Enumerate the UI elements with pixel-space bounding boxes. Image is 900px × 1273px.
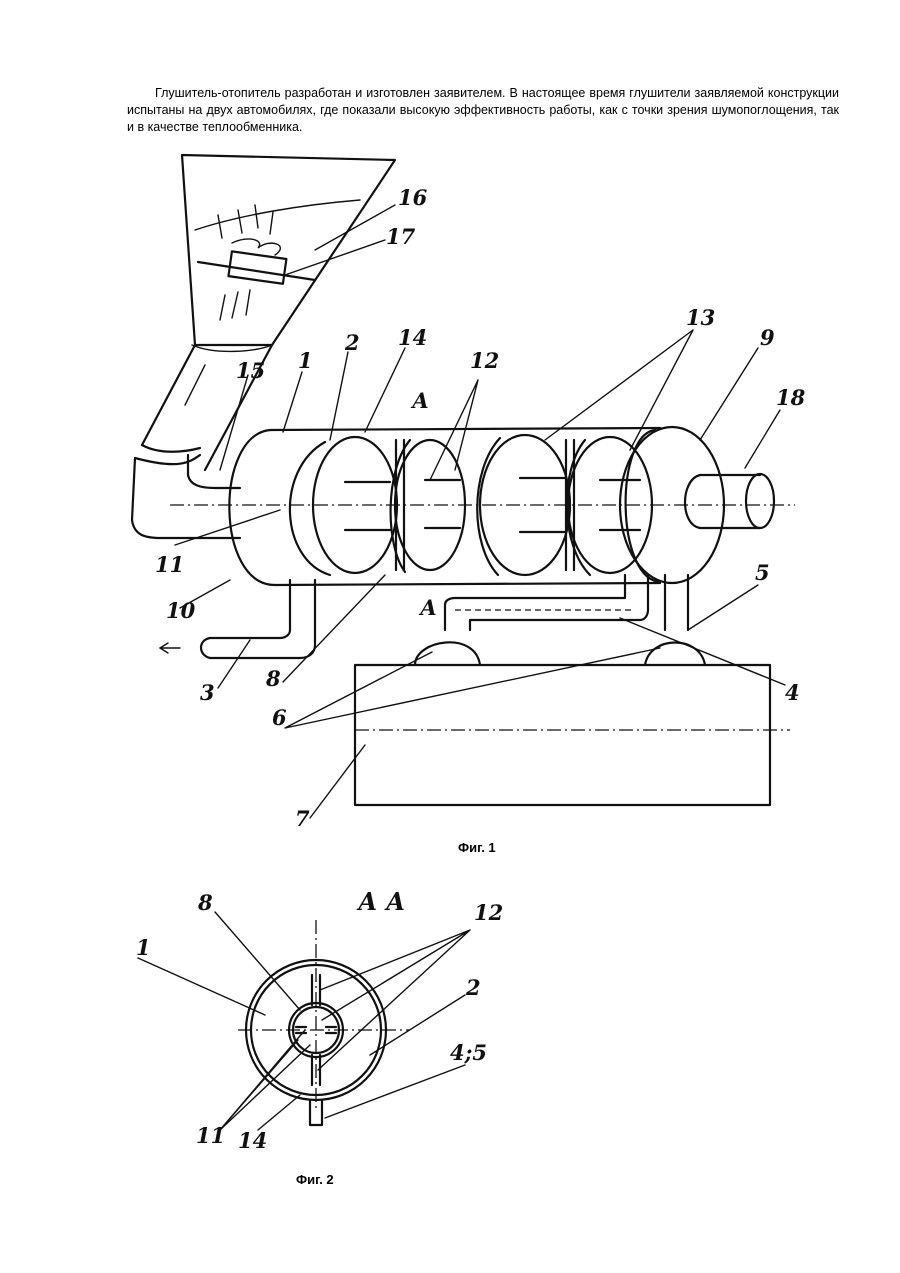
label-9: 9 — [760, 325, 775, 350]
label-17: 17 — [386, 224, 416, 249]
fig2-label-45: 4;5 — [450, 1040, 487, 1065]
label-10: 10 — [166, 598, 196, 623]
label-15: 15 — [236, 358, 265, 383]
label-13: 13 — [686, 305, 715, 330]
label-section-a-bottom: А — [418, 595, 437, 620]
fig2-label-2: 2 — [465, 975, 481, 1000]
label-14: 14 — [398, 325, 427, 350]
fig2-label-1: 1 — [136, 935, 151, 960]
label-4: 4 — [785, 680, 800, 705]
figure-1-caption: Фиг. 1 — [458, 840, 496, 855]
label-11: 11 — [155, 552, 184, 577]
label-16: 16 — [398, 185, 428, 210]
label-6: 6 — [272, 705, 287, 730]
label-5: 5 — [755, 560, 770, 585]
figure-2-caption: Фиг. 2 — [296, 1172, 334, 1187]
inlet-pipe — [132, 455, 240, 538]
label-section-a-top: А — [410, 388, 429, 413]
label-12: 12 — [470, 348, 499, 373]
heater-hopper — [182, 155, 395, 345]
outlet-pipe — [685, 474, 774, 528]
label-18: 18 — [776, 385, 806, 410]
label-8: 8 — [265, 666, 281, 691]
figure-2-drawing — [138, 912, 470, 1130]
fig2-label-12: 12 — [474, 900, 503, 925]
label-2: 2 — [344, 330, 360, 355]
label-3: 3 — [200, 680, 215, 705]
fig2-label-8: 8 — [197, 890, 213, 915]
fig2-title: А А — [356, 887, 405, 916]
fig2-label-14: 14 — [238, 1128, 267, 1153]
label-7: 7 — [295, 806, 310, 831]
fig2-label-11: 11 — [196, 1123, 225, 1148]
label-1: 1 — [298, 348, 313, 373]
